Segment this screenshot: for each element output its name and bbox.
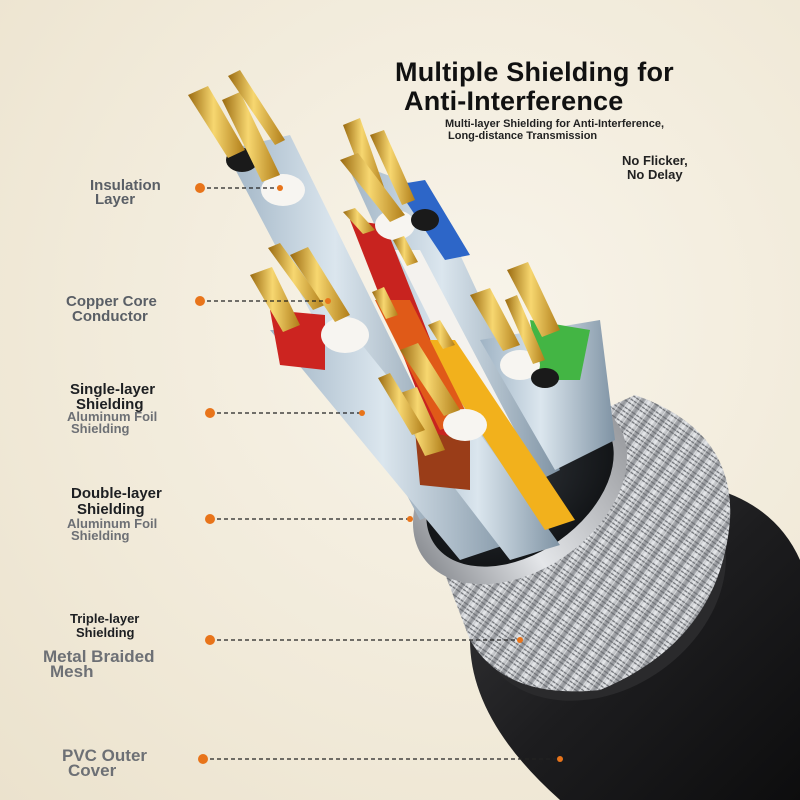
title-line-1: Multiple Shielding for [395,57,674,87]
subtitle-line-1: Multi-layer Shielding for Anti-Interfere… [445,118,665,130]
callout-single-sub-1: Aluminum Foil [67,409,158,424]
callout-double-material: Aluminum Foil Shielding [67,516,158,543]
dot-insulation [195,183,205,193]
callout-triple-shielding: Triple-layer Shielding [70,612,139,640]
callout-insulation: Insulation Layer [90,177,161,208]
badge-line-1: No Flicker, [622,153,688,168]
callout-single-line-1: Single-layer [70,381,156,398]
callout-double-shielding: Double-layer Shielding [71,486,162,518]
dot-triple [205,635,215,645]
page-title: Multiple Shielding for Anti-Interference [395,58,674,116]
callout-dots [195,183,563,764]
dot-pvc [198,754,208,764]
dot-double-end [407,516,413,522]
callout-copper-line-2: Conductor [72,308,148,325]
callout-triple-line-2: Shielding [76,625,135,640]
callout-insulation-line-2: Layer [95,191,136,208]
yellow-wire [420,340,575,530]
callout-copper-line-1: Copper Core [66,293,157,310]
callout-insulation-line-1: Insulation [90,177,161,194]
callout-triple-line-1: Triple-layer [70,611,140,626]
callout-double-line-2: Shielding [77,501,145,518]
subtitle-line-2: Long-distance Transmission [448,130,598,142]
title-line-2: Anti-Interference [404,86,624,116]
subtitle: Multi-layer Shielding for Anti-Interfere… [445,118,664,142]
dot-copper-end [325,298,331,304]
callout-triple-sub-1: Metal Braided [43,647,155,666]
callout-double-sub-1: Aluminum Foil [67,516,158,531]
dot-double [205,514,215,524]
callout-copper: Copper Core Conductor [66,294,157,324]
callout-pvc-line-2: Cover [68,761,117,780]
foil-shielded-pair-3 [270,330,520,560]
dot-copper [195,296,205,306]
dot-pvc-end [557,756,563,762]
dot-triple-end [517,637,523,643]
callout-triple-sub-2: Mesh [50,662,94,681]
callout-pvc-line-1: PVC Outer [62,746,148,765]
callout-single-material: Aluminum Foil Shielding [67,409,158,436]
callout-leaders [200,187,560,760]
dot-single [205,408,215,418]
callout-double-line-1: Double-layer [71,485,162,502]
feature-badge: No Flicker, No Delay [622,154,688,182]
callout-single-sub-2: Shielding [71,421,130,436]
callout-single-shielding: Single-layer Shielding [70,382,155,412]
gold-conductor-pins [188,70,560,456]
callout-single-line-2: Shielding [76,396,144,413]
callout-double-sub-2: Shielding [71,528,130,543]
callout-pvc: PVC Outer Cover [62,746,148,780]
callout-triple-material: Metal Braided Mesh [43,647,155,681]
dot-insulation-end [277,185,283,191]
badge-line-2: No Delay [627,167,683,182]
dot-single-end [359,410,365,416]
